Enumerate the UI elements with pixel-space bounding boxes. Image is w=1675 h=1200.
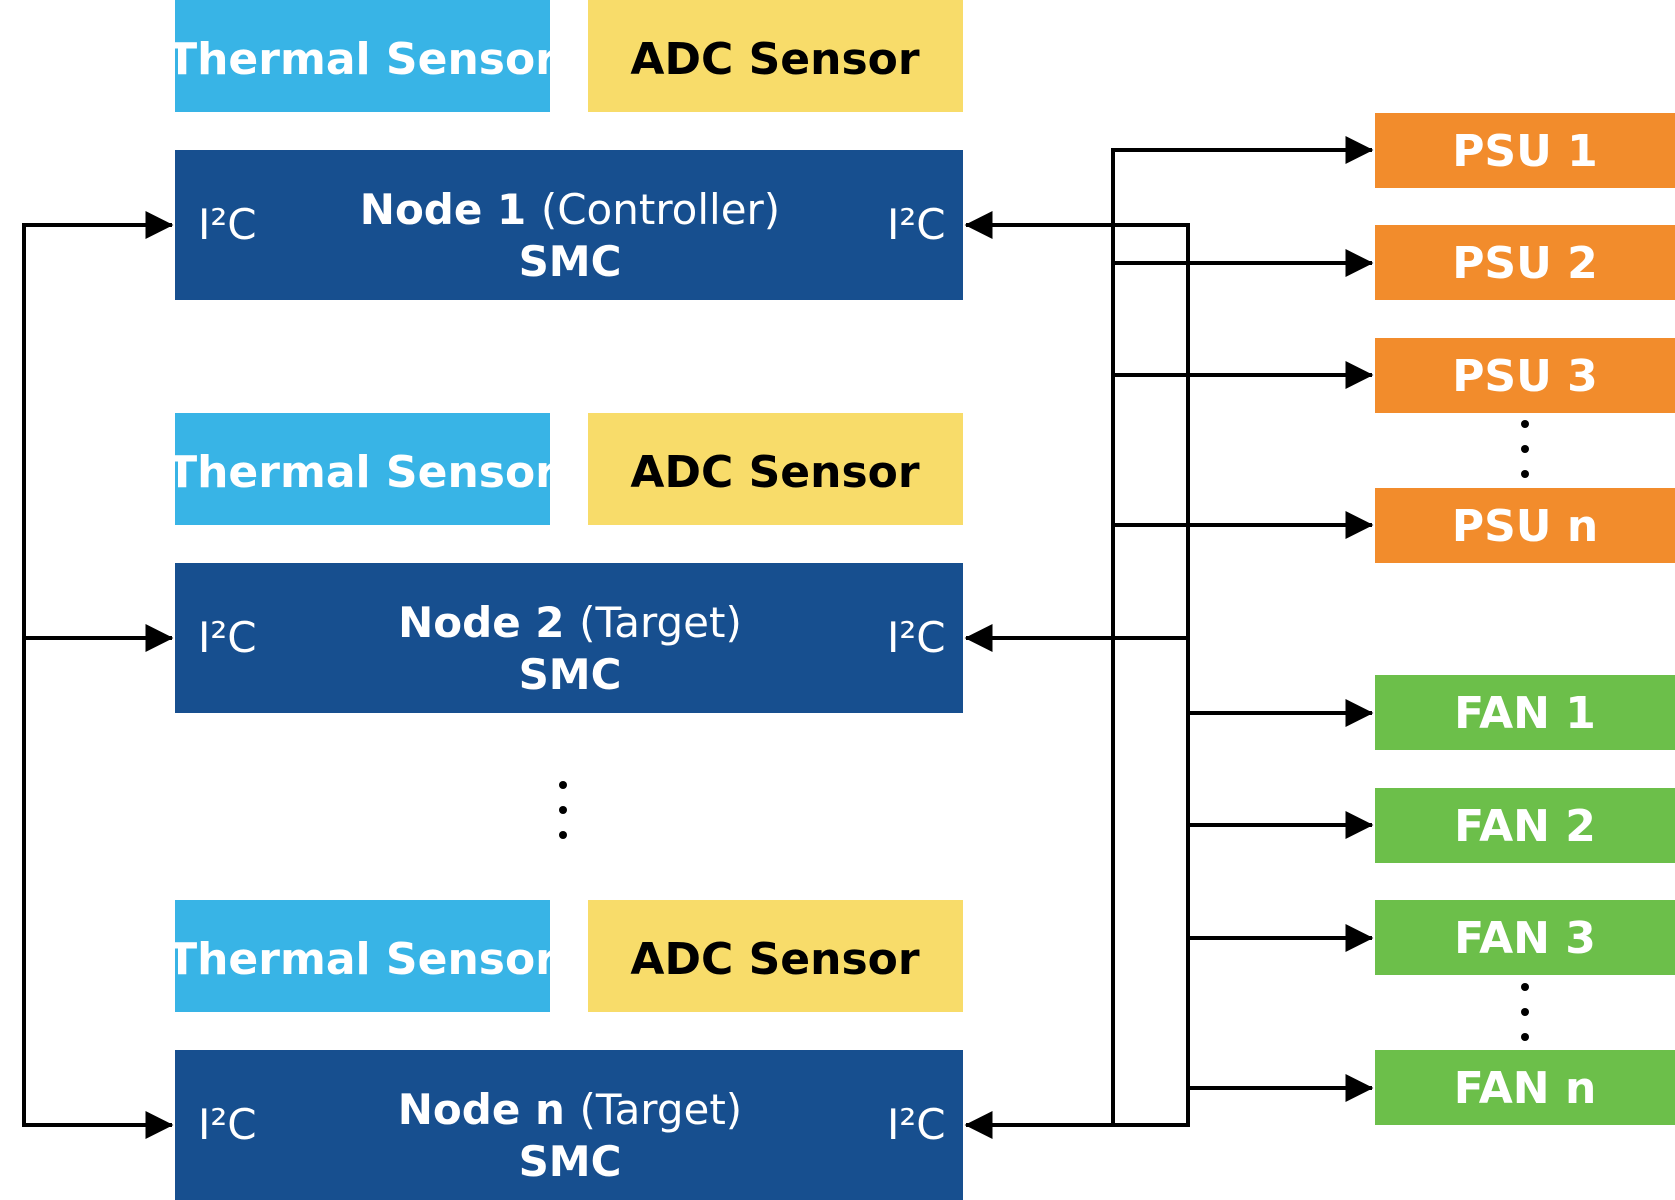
node-n-title: Node n (Target) (398, 1085, 742, 1134)
node-2-role: (Target) (579, 598, 742, 647)
psu-3-label: PSU 3 (1452, 351, 1598, 402)
psu-ellipsis (1521, 420, 1529, 478)
thermal-sensor-2: Thermal Sensor (167, 413, 557, 525)
node-group-n: Thermal Sensor ADC Sensor I²C Node n (Ta… (167, 900, 963, 1200)
node-n-port-left: I²C (198, 1100, 257, 1149)
thermal-sensor-n: Thermal Sensor (167, 900, 557, 1012)
fan-1-label: FAN 1 (1454, 688, 1596, 739)
node-1-title: Node 1 (Controller) (360, 185, 780, 234)
node-n-subtitle: SMC (519, 1137, 622, 1186)
fan-2: FAN 2 (1375, 788, 1675, 863)
adc-sensor-label: ADC Sensor (630, 447, 919, 498)
adc-sensor-label: ADC Sensor (630, 934, 919, 985)
psu-column: PSU 1 PSU 2 PSU 3 PSU n (1375, 113, 1675, 563)
fan-3: FAN 3 (1375, 900, 1675, 975)
fan-n-label: FAN n (1454, 1063, 1597, 1114)
node-group-2: Thermal Sensor ADC Sensor I²C Node 2 (Ta… (167, 413, 963, 713)
fan-1: FAN 1 (1375, 675, 1675, 750)
node-2-title: Node 2 (Target) (398, 598, 742, 647)
node-2-port-left: I²C (198, 613, 257, 662)
node-ellipsis (559, 781, 567, 839)
adc-sensor-label: ADC Sensor (630, 34, 919, 85)
fan-ellipsis (1521, 983, 1529, 1041)
node-n-smc: I²C Node n (Target) SMC I²C (175, 1050, 963, 1200)
right-buses (964, 136, 1374, 1139)
psu-2: PSU 2 (1375, 225, 1675, 300)
adc-sensor-1: ADC Sensor (588, 0, 963, 112)
thermal-sensor-label: Thermal Sensor (167, 934, 557, 985)
node-1-spacer (526, 185, 541, 234)
node-n-name: Node n (398, 1085, 565, 1134)
adc-sensor-2: ADC Sensor (588, 413, 963, 525)
node-n-port-right: I²C (887, 1100, 946, 1149)
node-group-1: Thermal Sensor ADC Sensor I²C Node 1 (Co… (167, 0, 963, 300)
node-2-subtitle: SMC (519, 650, 622, 699)
node-2-name: Node 2 (398, 598, 564, 647)
node-1-subtitle: SMC (519, 237, 622, 286)
left-i2c-bus (22, 211, 174, 1139)
psu-2-label: PSU 2 (1452, 238, 1598, 289)
node-1-role: (Controller) (541, 185, 780, 234)
psu-n-label: PSU n (1452, 501, 1598, 552)
fan-n: FAN n (1375, 1050, 1675, 1125)
node-1-port-left: I²C (198, 200, 257, 249)
psu-n: PSU n (1375, 488, 1675, 563)
psu-1: PSU 1 (1375, 113, 1675, 188)
node-2-port-right: I²C (887, 613, 946, 662)
fan-3-label: FAN 3 (1454, 913, 1596, 964)
psu-1-label: PSU 1 (1452, 126, 1598, 177)
node-1-port-right: I²C (887, 200, 946, 249)
psu-3: PSU 3 (1375, 338, 1675, 413)
thermal-sensor-label: Thermal Sensor (167, 34, 557, 85)
fan-column: FAN 1 FAN 2 FAN 3 FAN n (1375, 675, 1675, 1125)
node-2-spacer (565, 598, 580, 647)
node-n-role: (Target) (579, 1085, 742, 1134)
node-1-smc: I²C Node 1 (Controller) SMC I²C (175, 150, 963, 300)
fan-2-label: FAN 2 (1454, 801, 1596, 852)
node-n-spacer (565, 1085, 580, 1134)
node-2-smc: I²C Node 2 (Target) SMC I²C (175, 563, 963, 713)
thermal-sensor-label: Thermal Sensor (167, 447, 557, 498)
thermal-sensor-1: Thermal Sensor (167, 0, 557, 112)
adc-sensor-n: ADC Sensor (588, 900, 963, 1012)
node-1-name: Node 1 (360, 185, 526, 234)
